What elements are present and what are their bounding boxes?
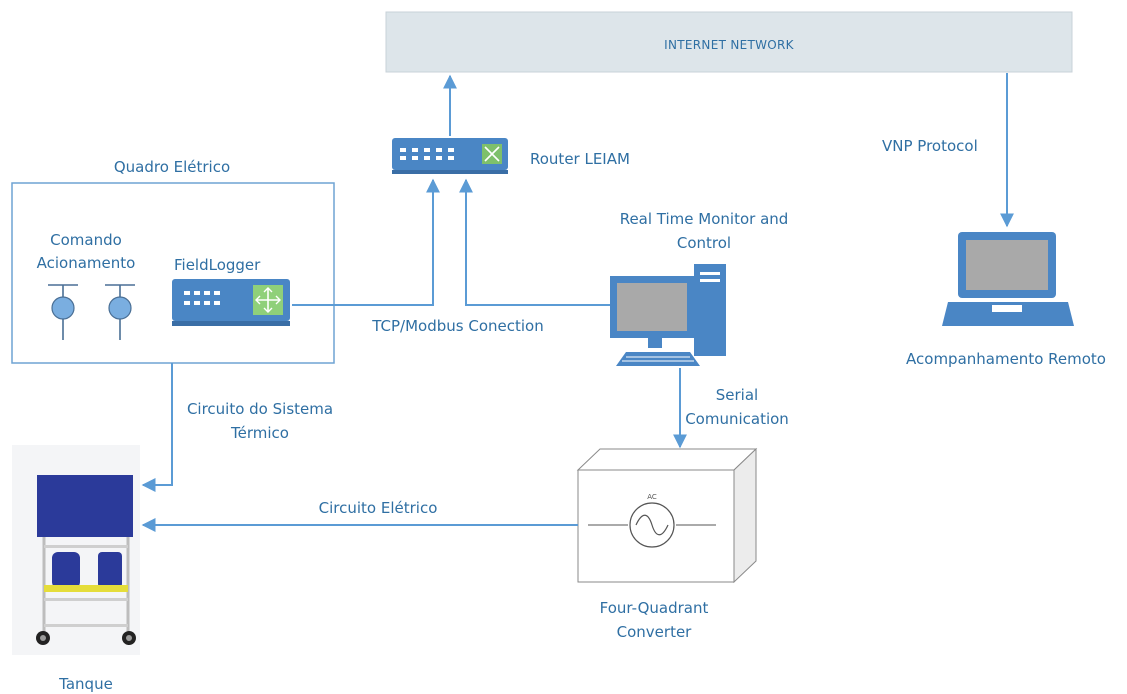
converter-label-1: Four-Quadrant bbox=[600, 599, 709, 617]
vnp-label: VNP Protocol bbox=[882, 137, 978, 155]
fieldlogger-label: FieldLogger bbox=[174, 256, 261, 274]
internet-network-label: INTERNET NETWORK bbox=[664, 38, 795, 52]
pc-to-router-line bbox=[459, 178, 612, 306]
quadro-label: Quadro Elétrico bbox=[114, 158, 230, 176]
converter-label-2: Converter bbox=[617, 623, 693, 641]
switch-icon-1 bbox=[48, 284, 78, 340]
fieldlogger-to-router-line bbox=[292, 178, 440, 306]
circ-term-label-2: Térmico bbox=[230, 424, 289, 442]
comando-label-1: Comando bbox=[50, 231, 122, 249]
comando-label-2: Acionamento bbox=[37, 254, 136, 272]
laptop-icon bbox=[942, 232, 1074, 326]
desktop-computer-icon bbox=[610, 264, 726, 366]
ac-label: AC bbox=[647, 493, 657, 501]
tank-label: Tanque bbox=[58, 675, 113, 693]
remote-label: Acompanhamento Remoto bbox=[906, 350, 1106, 368]
ac-source-icon bbox=[629, 502, 675, 548]
tcp-label: TCP/Modbus Conection bbox=[371, 317, 543, 335]
serial-label-1: Serial bbox=[716, 386, 758, 404]
rtm-label-1: Real Time Monitor and bbox=[620, 210, 789, 228]
circ-term-label-1: Circuito do Sistema bbox=[187, 400, 333, 418]
router-label: Router LEIAM bbox=[530, 150, 630, 168]
quadro-eletrico-box bbox=[11, 182, 335, 364]
circuito-eletrico-label: Circuito Elétrico bbox=[319, 499, 438, 517]
fieldlogger-icon bbox=[172, 279, 290, 326]
internet-network: INTERNET NETWORK bbox=[385, 11, 1073, 73]
converter-box: AC bbox=[576, 447, 758, 584]
quadro-to-tank-arrow bbox=[141, 363, 173, 492]
rtm-label-2: Control bbox=[677, 234, 731, 252]
tank-icon bbox=[12, 445, 140, 655]
router-icon bbox=[392, 138, 508, 174]
switch-icon-2 bbox=[105, 284, 135, 340]
serial-label-2: Comunication bbox=[685, 410, 789, 428]
